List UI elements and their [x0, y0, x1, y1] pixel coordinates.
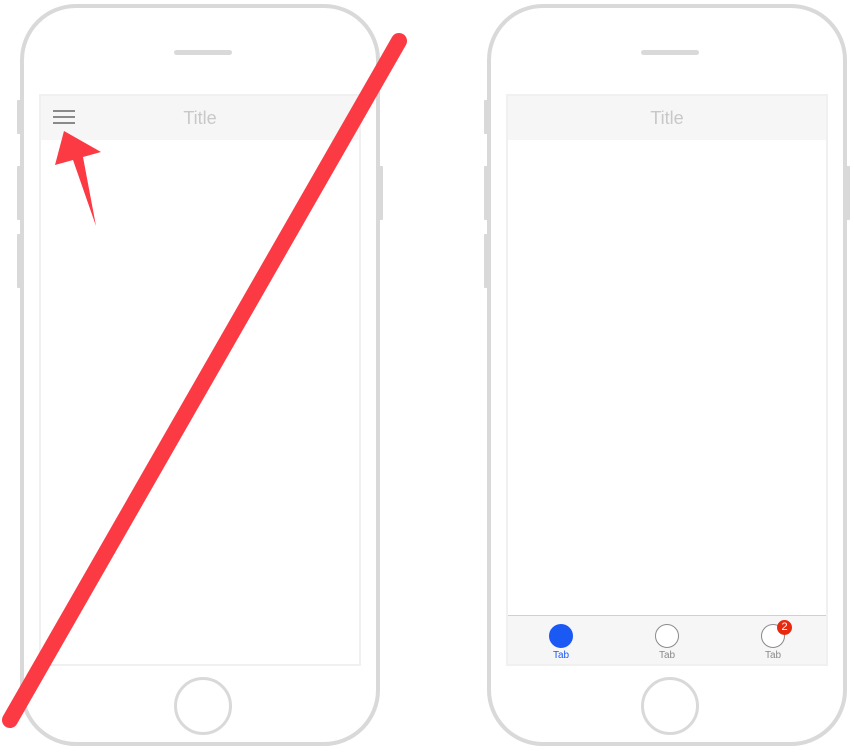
circle-icon: [655, 624, 679, 648]
tab-label: Tab: [552, 650, 570, 661]
tab-label: Tab: [764, 650, 782, 661]
home-button[interactable]: [174, 677, 232, 735]
power-button: [846, 166, 850, 220]
volume-down-button: [17, 234, 21, 288]
tab-item-1[interactable]: Tab: [508, 616, 614, 664]
notification-badge: 2: [777, 620, 792, 635]
phone-mockup-tabbar: Title Tab Tab 2 Tab: [484, 4, 850, 746]
mute-switch: [17, 100, 21, 134]
screen: Title: [39, 94, 361, 666]
home-button[interactable]: [641, 677, 699, 735]
volume-up-button: [17, 166, 21, 220]
tab-label: Tab: [658, 650, 676, 661]
circle-icon: [549, 624, 573, 648]
tab-item-2[interactable]: Tab: [614, 616, 720, 664]
volume-down-button: [484, 234, 488, 288]
phone-mockup-hamburger: Title: [17, 4, 383, 746]
power-button: [379, 166, 383, 220]
nav-bar: Title: [41, 96, 359, 140]
speaker-grille: [174, 50, 232, 55]
volume-up-button: [484, 166, 488, 220]
mute-switch: [484, 100, 488, 134]
nav-bar: Title: [508, 96, 826, 140]
nav-title: Title: [650, 108, 684, 128]
speaker-grille: [641, 50, 699, 55]
tab-item-3[interactable]: 2 Tab: [720, 616, 826, 664]
screen: Title Tab Tab 2 Tab: [506, 94, 828, 666]
tab-bar: Tab Tab 2 Tab: [508, 615, 826, 664]
nav-title: Title: [183, 108, 217, 128]
